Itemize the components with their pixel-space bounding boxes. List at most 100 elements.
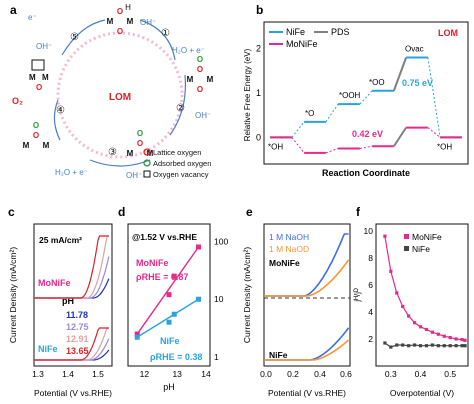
- atom-o: O: [36, 83, 42, 92]
- panel-f: f jᴴ/jᴰ Overpotential (V) 0.3 0.4 0.5 2 …: [352, 205, 469, 398]
- data-point: [442, 344, 446, 348]
- atom-m: M: [127, 17, 134, 26]
- atom-m: M: [127, 149, 134, 158]
- ytick: 8: [368, 253, 373, 263]
- arrow-step-5: [61, 19, 106, 56]
- energy-connector: [427, 57, 441, 138]
- motif-bottom-left: O O M M: [23, 121, 50, 150]
- o2-label: O₂: [12, 96, 23, 106]
- data-point: [412, 343, 417, 347]
- energy-connector: [325, 147, 339, 154]
- legend-nife-f: NiFe: [412, 244, 430, 254]
- lsv-curve: [264, 259, 350, 297]
- oh-right: OH⁻: [195, 111, 211, 120]
- atom-m: M: [107, 17, 114, 26]
- panel-e: e Current Density (mA/cm²) Potential (V …: [242, 205, 352, 398]
- xtick: 0.6: [340, 369, 352, 379]
- fit-line: [136, 298, 199, 338]
- xtick: 14: [201, 369, 211, 379]
- pds-step: [392, 57, 408, 92]
- nife-pds-annotation: 0.75 eV: [402, 78, 433, 88]
- motif-right: O M M O O: [187, 55, 214, 94]
- atom-h: H: [125, 3, 131, 12]
- data-point: [436, 332, 440, 336]
- data-point: [424, 327, 429, 332]
- state-label: *O: [305, 109, 314, 118]
- ytick: 4: [368, 307, 373, 317]
- energy-connector: [291, 121, 305, 138]
- ytick: 1: [214, 352, 219, 362]
- xtick: 0.3: [385, 369, 397, 379]
- panel-d-xlabel: pH: [163, 382, 175, 392]
- panel-b-yticks: 0 1 2: [256, 44, 261, 143]
- legend-adsorbed: Adsorbed oxygen: [153, 159, 211, 168]
- ytick: 6: [368, 280, 373, 290]
- data-point: [383, 234, 387, 238]
- ytick: 2: [256, 44, 261, 54]
- lom-center-label: LOM: [109, 92, 131, 103]
- oh-top-right: OH⁻: [140, 18, 156, 27]
- step-3: ③: [108, 147, 117, 158]
- state-label: *OOH: [339, 91, 361, 100]
- panel-d-monife-rho: ρRHE = 0.87: [136, 272, 188, 282]
- motif-top: O M M O H: [107, 3, 134, 36]
- xtick: 1.5: [92, 369, 104, 379]
- step-5: ⑤: [70, 32, 79, 43]
- xtick: 0.2: [287, 369, 299, 379]
- data-point: [424, 344, 429, 348]
- data-point: [171, 273, 177, 279]
- data-point: [454, 344, 458, 348]
- h2o-e-right: H₂O + e⁻: [172, 46, 205, 55]
- legend-lattice: Lattice oxygen: [153, 148, 201, 157]
- panel-d-nife-rho: ρRHE = 0.38: [150, 352, 202, 362]
- panel-f-xlabel: Overpotential (V): [390, 388, 454, 398]
- panel-c-title: 25 mA/cm²: [39, 235, 82, 245]
- atom-m: M: [43, 141, 50, 150]
- energy-connector: [427, 127, 441, 138]
- arrow-step-2: [169, 74, 187, 136]
- data-point: [418, 344, 423, 348]
- data-point: [389, 269, 393, 273]
- legend-monife-marker: [404, 234, 409, 239]
- atom-o: O: [117, 27, 123, 36]
- energy-connector: [359, 90, 373, 105]
- panel-e-nife: NiFe: [269, 350, 288, 360]
- panel-b-plot: [270, 56, 462, 154]
- atom-o: O: [137, 139, 143, 148]
- legend-naoh: 1 M NaOH: [269, 232, 309, 242]
- state-label: *OH: [437, 142, 452, 151]
- data-point: [407, 344, 411, 348]
- legend-naod: 1 M NaOD: [269, 244, 309, 254]
- data-point: [460, 344, 464, 348]
- data-point: [196, 296, 202, 302]
- panel-f-xticks: 0.3 0.4 0.5: [385, 369, 456, 379]
- arrow-step-4: [53, 99, 61, 141]
- xtick: 0.4: [314, 369, 326, 379]
- legend-nife-marker: [404, 246, 409, 251]
- data-point: [412, 321, 417, 325]
- arrow-step-1: [139, 19, 176, 61]
- pds-step: [393, 127, 407, 147]
- panel-e-plot: [264, 233, 350, 361]
- oh-bottom: OH⁻: [126, 171, 142, 180]
- ph-13-65: 13.65: [66, 346, 89, 356]
- panel-c: c Current Density (mA/cm²) Potential (V …: [8, 205, 113, 398]
- legend-pds: PDS: [331, 27, 350, 37]
- lsv-curve: [34, 235, 109, 299]
- panel-e-xticks: 0.0 0.2 0.4 0.6: [260, 369, 352, 379]
- ytick: 10: [364, 226, 374, 236]
- panel-b-xlabel: Reaction Coordinate: [322, 168, 410, 178]
- panel-c-axes: [33, 223, 113, 367]
- data-point: [166, 292, 172, 298]
- data-point: [448, 336, 452, 340]
- oh-left: OH⁻: [36, 42, 52, 51]
- lom-cycle-ring: [56, 31, 184, 159]
- panel-b: b Relative Free Energy (eV) Reaction Coo…: [243, 3, 469, 178]
- data-point: [460, 338, 464, 342]
- atom-o: O: [197, 65, 203, 74]
- panel-c-ph-label: pH: [62, 296, 74, 306]
- atom-o: O: [117, 7, 123, 16]
- panel-e-monife: MoNiFe: [269, 258, 300, 268]
- ph-12-91: 12.91: [66, 334, 89, 344]
